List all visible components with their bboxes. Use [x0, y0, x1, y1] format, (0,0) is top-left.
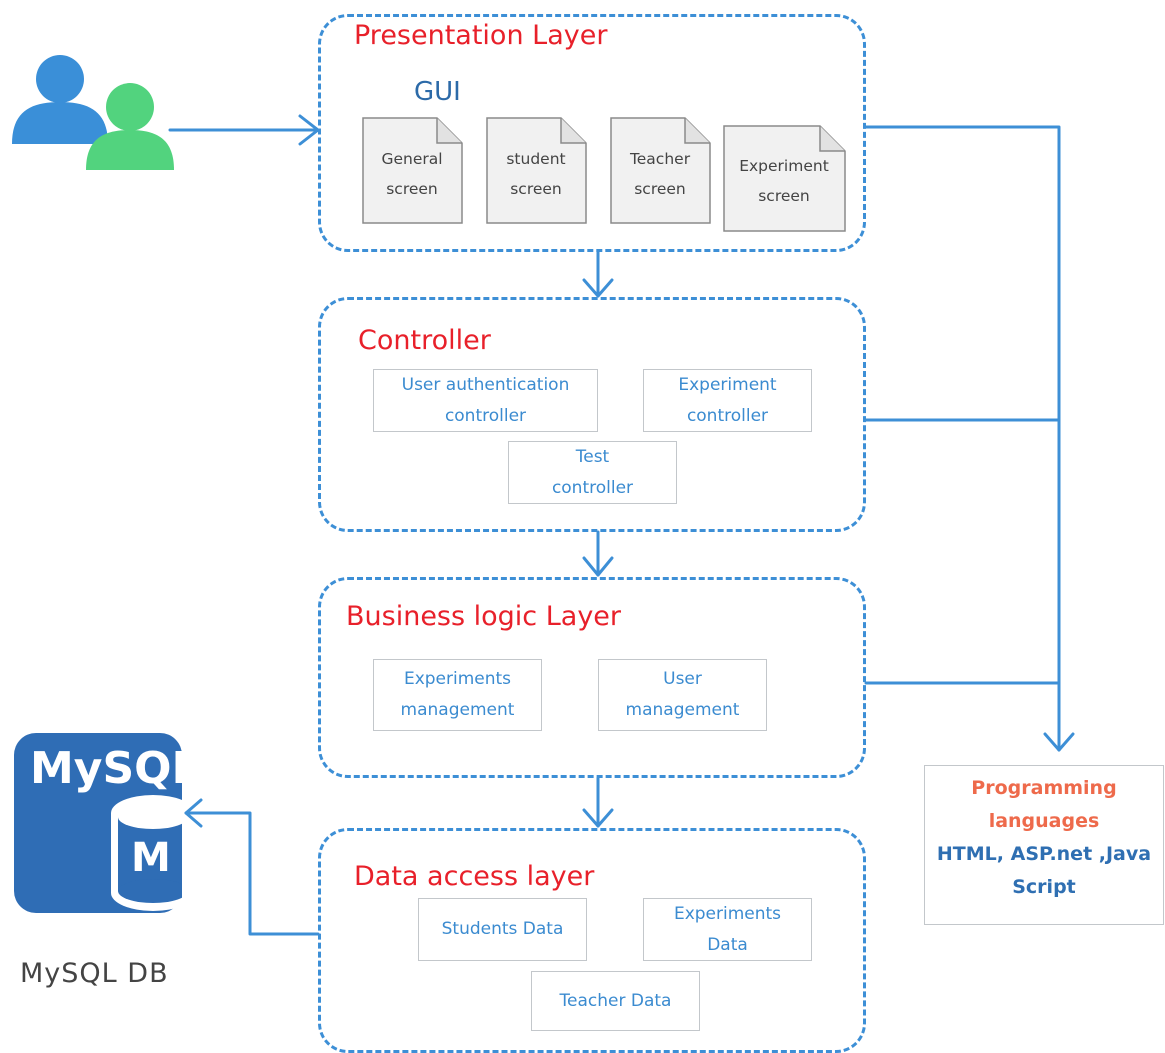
users-icon	[12, 55, 174, 170]
mysql-cylinder-letter: M	[131, 835, 171, 881]
presentation-layer	[318, 14, 866, 252]
controller-layer	[318, 297, 866, 532]
business-logic-layer	[318, 577, 866, 778]
controller-layer-title: Controller	[358, 325, 491, 356]
document-icon	[610, 117, 711, 224]
students-data-box: Students Data	[418, 898, 587, 961]
document-icon	[723, 125, 846, 232]
teacher-data-box: Teacher Data	[531, 971, 700, 1031]
mysql-logo-icon: MySQL M	[14, 733, 200, 913]
data-to-mysql-connector	[184, 811, 320, 936]
mysql-logo-text: MySQL	[30, 743, 200, 794]
presentation-layer-title: Presentation Layer	[354, 20, 608, 51]
document-icon	[362, 117, 463, 224]
gui-label: GUI	[414, 77, 461, 107]
business-logic-layer-title: Business logic Layer	[346, 601, 622, 632]
layers-to-programming-connector	[864, 125, 1061, 752]
mysql-db-caption: MySQL DB	[20, 958, 169, 989]
document-icon	[486, 117, 587, 224]
data-access-layer-title: Data access layer	[354, 861, 595, 892]
